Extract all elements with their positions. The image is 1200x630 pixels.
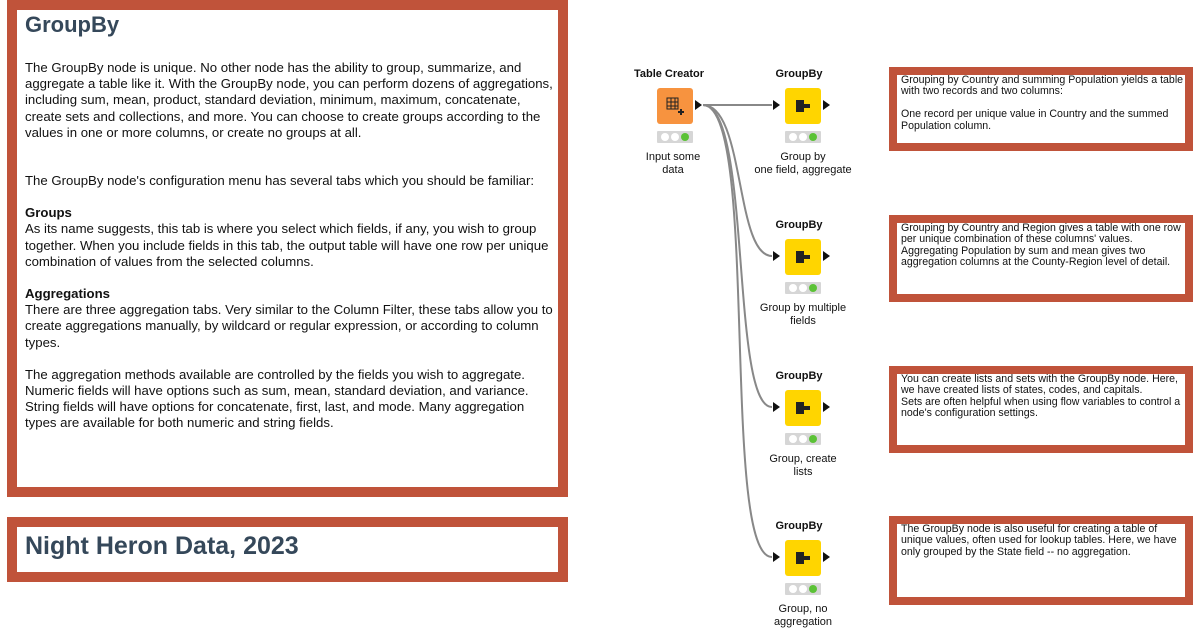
input-port[interactable] bbox=[773, 402, 780, 412]
note-3[interactable]: You can create lists and sets with the G… bbox=[889, 366, 1193, 453]
groupby-icon[interactable] bbox=[785, 88, 821, 124]
output-port[interactable] bbox=[823, 251, 830, 261]
groupby-glyph-icon bbox=[796, 552, 810, 564]
output-port[interactable] bbox=[823, 100, 830, 110]
intro-paragraph: The GroupBy node is unique. No other nod… bbox=[25, 60, 553, 140]
methods-paragraph: The aggregation methods available are co… bbox=[25, 366, 529, 431]
node-status bbox=[785, 282, 821, 294]
node-status bbox=[785, 131, 821, 143]
note-1[interactable]: Grouping by Country and summing Populati… bbox=[889, 67, 1193, 151]
input-port[interactable] bbox=[773, 100, 780, 110]
node-status bbox=[785, 583, 821, 595]
aggregations-heading: Aggregations bbox=[25, 286, 110, 302]
node-label[interactable]: Group, create lists bbox=[769, 453, 837, 478]
groups-text: As its name suggests, this tab is where … bbox=[25, 221, 549, 269]
node-title: GroupBy bbox=[775, 370, 823, 382]
output-port[interactable] bbox=[823, 402, 830, 412]
wire-to-groupby-4 bbox=[702, 104, 773, 558]
main-annotation[interactable]: GroupBy The GroupBy node is unique. No o… bbox=[7, 0, 568, 497]
node-label[interactable]: Group by multiple fields bbox=[759, 302, 847, 327]
node-title: GroupBy bbox=[775, 520, 823, 532]
groupby-glyph-icon bbox=[796, 402, 810, 414]
note-2[interactable]: Grouping by Country and Region gives a t… bbox=[889, 215, 1193, 302]
node-title: Table Creator bbox=[633, 68, 705, 80]
tabs-paragraph: The GroupBy node's configuration menu ha… bbox=[25, 173, 535, 189]
node-title: GroupBy bbox=[775, 219, 823, 231]
table-icon bbox=[666, 97, 684, 115]
node-status bbox=[657, 131, 693, 143]
groupby-glyph-icon bbox=[796, 251, 810, 263]
node-status bbox=[785, 433, 821, 445]
groupby-icon[interactable] bbox=[785, 239, 821, 275]
table-creator-icon[interactable] bbox=[657, 88, 693, 124]
groupby-glyph-icon bbox=[796, 100, 810, 112]
groupby-icon[interactable] bbox=[785, 540, 821, 576]
input-port[interactable] bbox=[773, 251, 780, 261]
output-port[interactable] bbox=[823, 552, 830, 562]
annotation-title: GroupBy bbox=[25, 12, 120, 37]
node-label[interactable]: Group by one field, aggregate bbox=[754, 151, 852, 176]
groups-heading: Groups bbox=[25, 205, 72, 221]
groupby-icon[interactable] bbox=[785, 390, 821, 426]
node-label[interactable]: Group, no aggregation bbox=[773, 603, 833, 628]
node-title: GroupBy bbox=[775, 68, 823, 80]
footer-annotation[interactable]: Night Heron Data, 2023 bbox=[7, 517, 568, 582]
note-4[interactable]: The GroupBy node is also useful for crea… bbox=[889, 516, 1193, 605]
footer-title: Night Heron Data, 2023 bbox=[25, 532, 299, 560]
node-label[interactable]: Input some data bbox=[645, 151, 701, 176]
output-port[interactable] bbox=[695, 100, 702, 110]
aggregations-text: There are three aggregation tabs. Very s… bbox=[25, 302, 553, 350]
input-port[interactable] bbox=[773, 552, 780, 562]
wire-to-groupby-2 bbox=[702, 104, 773, 257]
